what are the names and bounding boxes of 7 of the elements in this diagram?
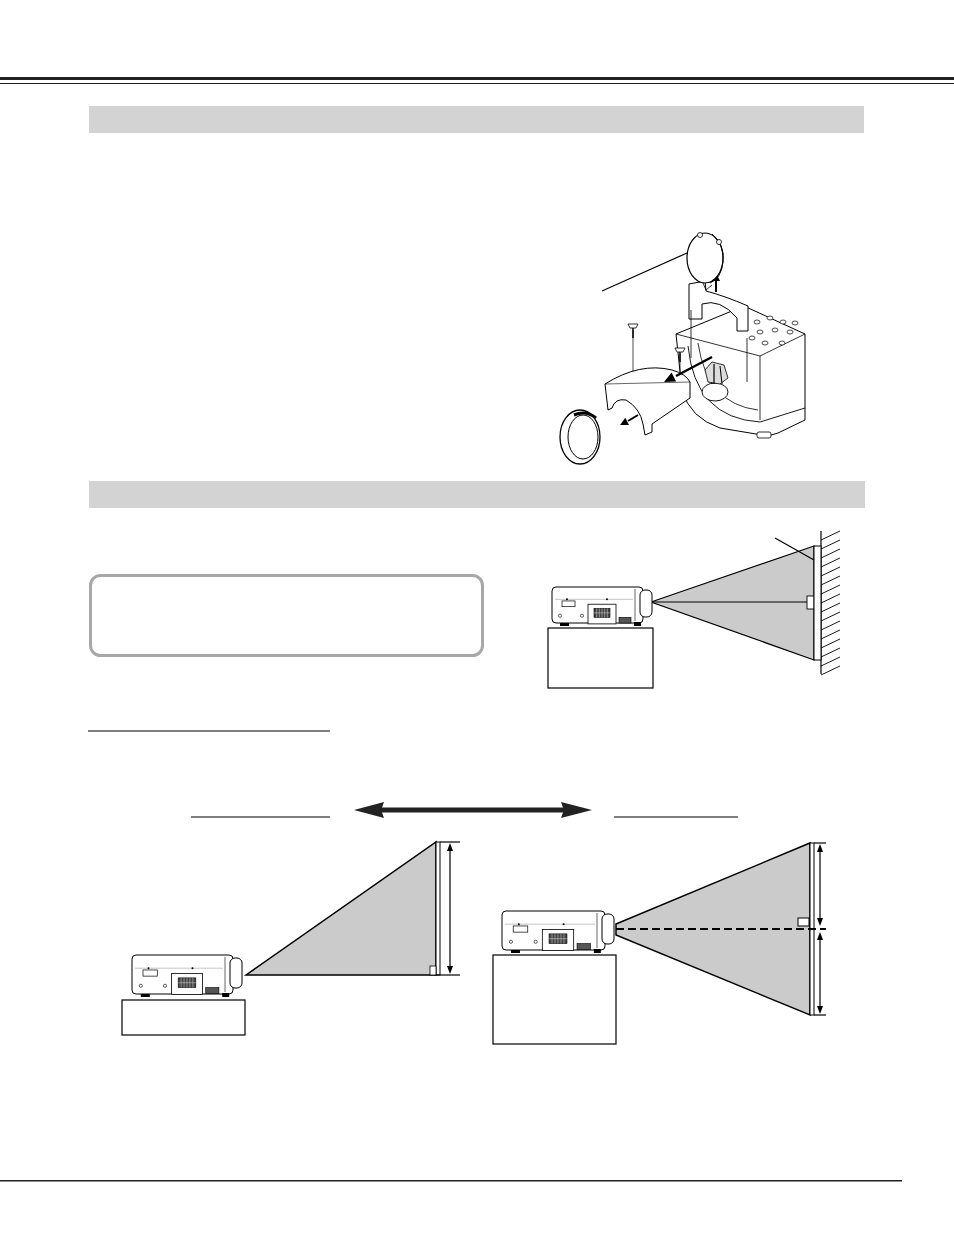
projection-screen [813,545,822,661]
note-box [89,574,484,657]
lens-cap [686,232,724,291]
leader-line [774,537,815,561]
leader-line [601,252,688,292]
section-header-band [89,106,864,133]
section-header-band [89,481,865,508]
